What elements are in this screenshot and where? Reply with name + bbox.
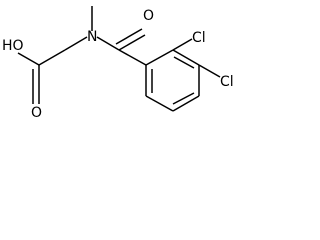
bond-n-amidec	[96, 36, 120, 51]
ring-bond-c4-c5-inner	[172, 92, 195, 105]
bond-amide-carbonyl-1	[118, 34, 146, 51]
bond-c3-cl	[198, 64, 221, 78]
bond-ch2-n	[64, 36, 88, 51]
ring-bond-c4-c5	[172, 95, 200, 112]
ring-bond-c2-c3-inner	[173, 56, 195, 69]
ring-bond-c5-c6	[145, 95, 174, 112]
bond-c2-cl	[172, 38, 193, 51]
bond-hydroxyl	[17, 52, 40, 66]
amide-oxygen-label: O	[143, 8, 154, 24]
chlorine-3-label: Cl	[220, 74, 234, 90]
acid-oxygen-label: O	[31, 105, 42, 121]
bond-amidec-ring	[118, 49, 147, 66]
hydroxyl-label: HO	[2, 38, 24, 54]
ring-bond-c2-c3	[172, 49, 200, 66]
ring-bond-c1-c2	[145, 49, 174, 66]
bond-ca-ch2	[38, 49, 66, 66]
structure-diagram: HO O N O Cl Cl	[2, 6, 234, 121]
chlorine-2-label: Cl	[192, 30, 206, 46]
bond-amide-carbonyl-2	[115, 28, 143, 45]
atom-labels: HO O N O Cl Cl	[2, 8, 234, 121]
nitrogen-label: N	[87, 29, 97, 45]
bond-lines	[17, 6, 221, 112]
